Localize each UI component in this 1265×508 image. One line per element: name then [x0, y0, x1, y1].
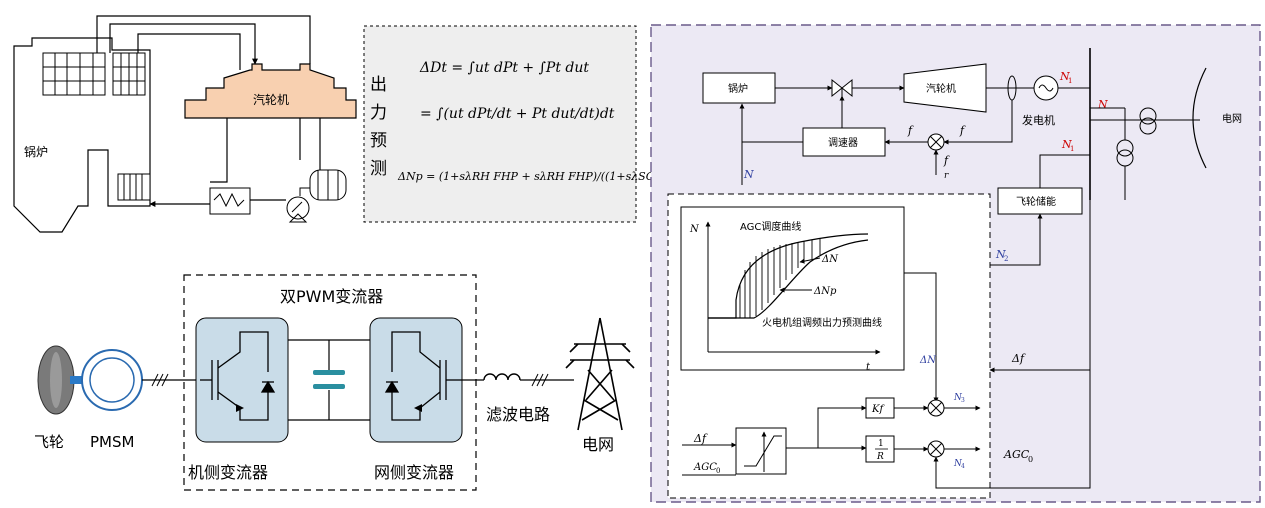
dc-capacitor-top [313, 370, 345, 375]
formula-side-char-4: 测 [370, 159, 387, 179]
gov-delta-label: f [943, 154, 950, 167]
turbine-label: 汽轮机 [253, 92, 289, 107]
chart-dnp-label: ΔNp [813, 286, 837, 297]
sig-n-bus: N [1097, 98, 1108, 111]
machine-side-label: 机侧变流器 [188, 463, 268, 482]
boiler-label: 锅炉 [24, 144, 48, 159]
converter-title: 双PWM变流器 [280, 287, 383, 306]
out2-label: N [953, 459, 963, 469]
agc-chart-yaxis: N [689, 224, 700, 235]
agc-dispatch-curve [708, 233, 869, 319]
gov-ref-label: f [959, 124, 966, 137]
grid-tower [565, 317, 635, 431]
kf-label: Kf [871, 404, 885, 415]
grid-side-label: 网侧变流器 [374, 463, 454, 482]
df-input-label: Δf [1011, 352, 1026, 365]
sig-n1-mid-sub: 1 [1070, 145, 1074, 153]
sig-n1-mid: N [1061, 138, 1072, 151]
out2-sub: 4 [961, 463, 965, 470]
forecast-curve [708, 239, 869, 319]
filter-inductor [483, 373, 521, 381]
one-over-r-den: R [876, 452, 884, 462]
pmsm-label: PMSM [90, 433, 134, 451]
right-panel: 锅炉 汽轮机 发电机 N 1 N 电网 调速器 [650, 24, 1261, 503]
out1-label: N [953, 393, 963, 403]
formula-side-char-2: 力 [370, 103, 387, 123]
governor-block-label: 调速器 [828, 137, 858, 149]
filter-label: 滤波电路 [486, 405, 550, 424]
grid-label-left: 电网 [582, 435, 614, 454]
chart-dn-label: ΔN [821, 254, 839, 265]
formula-eq2: = ∫(ut dPt/dt + Pt dut/dt)dt [420, 106, 615, 122]
gov-r-label: r [944, 171, 949, 181]
agc-curve-label: AGC调度曲线 [740, 220, 801, 233]
sig-n1-top: N [1059, 70, 1070, 83]
agc0-out-sub: 0 [1028, 455, 1033, 464]
one-over-r-num: 1 [878, 439, 884, 449]
boiler-block-label: 锅炉 [728, 83, 748, 95]
sig-n1-top-sub: 1 [1068, 77, 1072, 85]
agc0-in-label: AGC [693, 462, 717, 473]
grid-arc [1192, 67, 1207, 169]
machine-side-converter [195, 317, 289, 443]
grid-label-right: 电网 [1222, 112, 1242, 125]
feedwater-heater [209, 187, 251, 215]
generator-label: 发电机 [1022, 113, 1055, 127]
flywheel-shaft [70, 376, 90, 384]
converter-dashed-box [183, 274, 477, 491]
formula-side-char-1: 出 [370, 75, 387, 95]
turbine-block [903, 63, 987, 113]
formula-eq1: ΔDt = ∫ut dPt + ∫Pt dut [419, 60, 589, 76]
turbine-block-label: 汽轮机 [926, 82, 956, 95]
sig-n2-out-sub: 2 [1004, 255, 1008, 263]
agc-chart-xaxis: t [866, 362, 871, 373]
df-in2-label: Δf [693, 432, 708, 445]
flywheel-storage-label: 飞轮储能 [1016, 195, 1056, 208]
hatch-lines [739, 238, 821, 318]
deadband-block [735, 427, 787, 475]
converter-section: 双PWM变流器 飞轮 PMSM 机侧变流器 [34, 274, 635, 491]
transformer-2a [1139, 107, 1157, 125]
agc0-in-sub: 0 [716, 467, 720, 475]
economizer [117, 173, 151, 201]
governor-block [802, 127, 886, 157]
sig-n2-out: N [995, 248, 1006, 261]
dc-capacitor-bottom [313, 384, 345, 389]
formula-side-char-3: 预 [370, 131, 387, 151]
out1-sub: 3 [961, 397, 965, 404]
pump [286, 196, 310, 220]
forecast-curve-label: 火电机组调频出力预测曲线 [762, 316, 882, 329]
gov-minus-label: f [907, 124, 914, 137]
boiler-heater-top [42, 52, 106, 96]
transformer-2b [1139, 117, 1157, 135]
turbine-shape [184, 63, 357, 119]
flywheel-label: 飞轮 [34, 433, 64, 451]
formula-box: 出 力 预 测 ΔDt = ∫ut dPt + ∫Pt dut = ∫(ut d… [363, 25, 743, 223]
dn-input-label: ΔN [919, 355, 937, 366]
agc0-out-label: AGC [1003, 448, 1030, 461]
sig-n2-left: N [743, 168, 754, 181]
boiler-turbine-schematic: 锅炉 汽轮机 [13, 15, 357, 233]
